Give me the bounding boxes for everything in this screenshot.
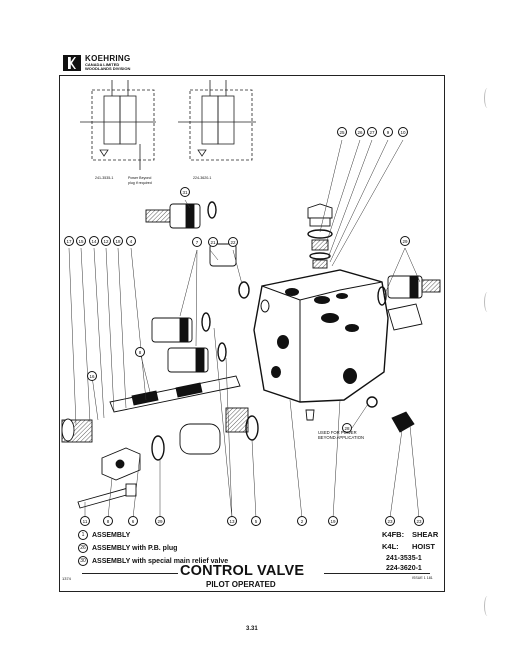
part-number-1: 241-3535-1: [386, 555, 422, 562]
legend-assembly-relief-valve: 30 ASSEMBLY with special main relief val…: [78, 556, 228, 566]
callout-26: 26: [355, 127, 365, 137]
leader-lines: [68, 139, 421, 519]
plug-parts: [305, 396, 415, 433]
legend-assembly-pb-plug: 26 ASSEMBLY with P.B. plug: [78, 543, 177, 553]
callout-5: 5: [251, 516, 261, 526]
callout-4: 4: [126, 236, 136, 246]
legend-number: 30: [78, 556, 88, 566]
brand-sub-line-2: WOODLANDS DIVISION: [85, 66, 131, 72]
callout-8: 8: [135, 347, 145, 357]
callout-12: 12: [101, 236, 111, 246]
right-cartridge: [377, 275, 441, 331]
callout-9: 9: [383, 127, 393, 137]
note-line-1: USED FOR POWER: [318, 430, 357, 435]
legend-number: 26: [78, 543, 88, 553]
brand-subtitle: CANADA LIMITED WOODLANDS DIVISION: [85, 62, 131, 72]
callout-15: 15: [76, 236, 86, 246]
koehring-logo: [63, 55, 81, 71]
schematic-right-label: 224-3620-1: [193, 176, 212, 180]
legend-text: ASSEMBLY with special main relief valve: [92, 557, 229, 565]
callout-27: 27: [367, 127, 377, 137]
callout-6: 6: [128, 516, 138, 526]
callout-23: 23: [414, 516, 424, 526]
binder-hole-mark: [484, 88, 491, 108]
brand-sub-line-1: CANADA LIMITED: [85, 62, 120, 67]
power-beyond-note-line-2: plug if required: [128, 180, 152, 185]
callout-10: 10: [398, 127, 408, 137]
part-number-2: 224-3620-1: [386, 565, 422, 572]
callout-28: 28: [342, 423, 352, 433]
legend-text: ASSEMBLY: [92, 531, 131, 539]
legend-assembly: 1 ASSEMBLY: [78, 530, 130, 540]
left-cartridges: [151, 243, 250, 373]
end-cap-and-bolt: [77, 447, 141, 509]
page-title: CONTROL VALVE: [180, 563, 305, 579]
spool-assembly: [61, 375, 259, 461]
callout-21: 21: [208, 237, 218, 247]
binder-hole-mark: [484, 292, 491, 312]
callout-18: 18: [113, 236, 123, 246]
power-beyond-note-line-1: Power Beyond: [128, 176, 152, 180]
callout-23: 23: [385, 516, 395, 526]
legend-text: ASSEMBLY with P.B. plug: [92, 544, 178, 552]
callout-16: 16: [87, 371, 97, 381]
binder-hole-mark: [484, 596, 491, 616]
callout-22: 22: [228, 237, 238, 247]
upper-cartridge: [145, 201, 217, 229]
power-beyond-note: Power Beyond plug if required: [128, 176, 152, 185]
callout-7: 7: [192, 237, 202, 247]
callout-31: 31: [180, 187, 190, 197]
footer-left-code: 1374: [62, 576, 71, 581]
schematic-left-label: 241-3535-1: [95, 176, 114, 180]
callout-2: 2: [297, 516, 307, 526]
model-shear-code: K4FB:: [382, 530, 405, 539]
footer-issue: ISSUE 1 181: [412, 576, 433, 580]
title-rule-right: [324, 573, 430, 574]
page-subtitle: PILOT OPERATED: [206, 580, 276, 589]
title-rule-left: [82, 573, 178, 574]
callout-13: 13: [227, 516, 237, 526]
callout-14: 14: [89, 236, 99, 246]
model-shear-name: SHEAR: [412, 530, 439, 539]
power-beyond-application-note: USED FOR POWER BEYOND APPLICATION: [318, 430, 364, 440]
brand-name: KOEHRING: [85, 54, 131, 63]
callout-25: 25: [337, 127, 347, 137]
note-line-2: BEYOND APPLICATION: [318, 435, 364, 440]
callout-11: 11: [80, 516, 90, 526]
callout-19: 19: [328, 516, 338, 526]
hydraulic-schematics: [80, 80, 256, 170]
page-number: 3.31: [246, 626, 258, 632]
model-hoist-name: HOIST: [412, 542, 435, 551]
drawing-frame: [59, 75, 445, 592]
callout-8: 8: [103, 516, 113, 526]
valve-body: [253, 269, 389, 403]
callout-17: 17: [64, 236, 74, 246]
model-hoist-code: K4L:: [382, 542, 399, 551]
legend-number: 1: [78, 530, 88, 540]
callout-29: 29: [400, 236, 410, 246]
callout-29: 29: [155, 516, 165, 526]
